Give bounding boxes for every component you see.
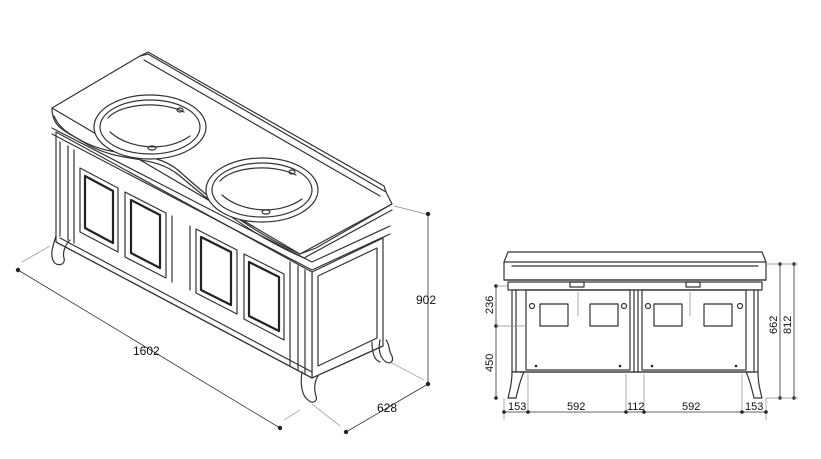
front-bottom-dim-3: 112 — [627, 401, 645, 413]
iso-depth-label: 628 — [377, 401, 397, 415]
front-view — [494, 251, 798, 420]
isometric-view — [15, 51, 431, 435]
front-body-height-label: 662 — [768, 316, 780, 334]
front-bottom-section-label: 450 — [484, 354, 496, 372]
front-bottom-dim-5: 153 — [745, 401, 763, 413]
front-overall-height-label: 812 — [782, 316, 794, 334]
iso-height-label: 902 — [416, 293, 436, 307]
iso-width-label: 1602 — [133, 344, 160, 358]
front-bottom-dim-2: 592 — [567, 401, 585, 413]
front-bottom-dim-4: 592 — [682, 401, 700, 413]
front-top-section-label: 236 — [484, 296, 496, 314]
front-bottom-dim-1: 153 — [508, 401, 526, 413]
